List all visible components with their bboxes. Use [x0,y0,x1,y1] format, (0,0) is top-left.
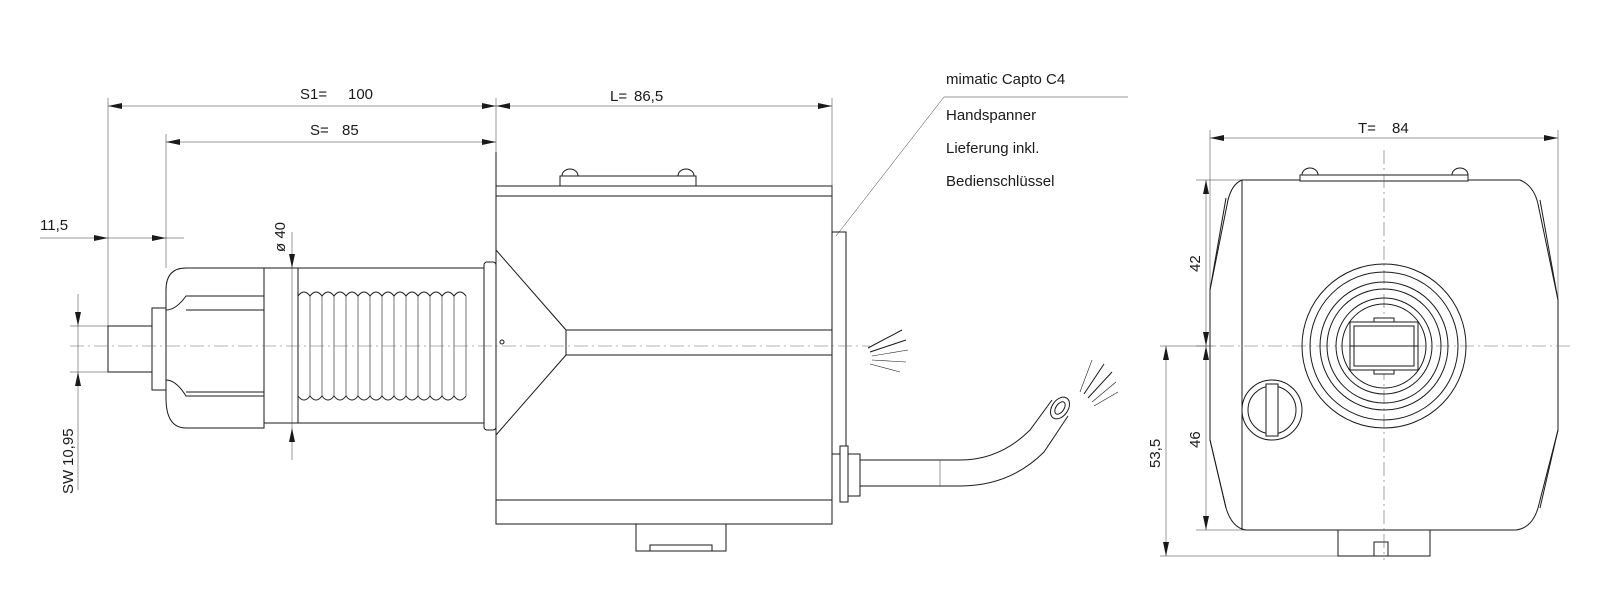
dim-l-value: 86,5 [634,88,663,105]
note-line-2: Handspanner [946,107,1036,124]
dim-53-5: 53,5 [1147,439,1164,468]
bottom-block [635,523,727,552]
coolant-pipe [839,396,1071,503]
bellows [263,267,485,424]
dim-t-value: 84 [1392,120,1409,137]
dim-t-label: T= [1358,120,1376,137]
dim-l-label: L= [610,88,627,105]
dimension-lines [40,96,1128,490]
note-line-4: Bedienschlüssel [946,173,1054,190]
side-view: S1= 100 L= 86,5 S= 85 11,5 ø 40 10,95 SW… [40,71,1128,552]
note-line-3: Lieferung inkl. [946,140,1039,157]
capto-interface [1301,263,1467,429]
spindle [70,267,870,429]
dim-42: 42 [1187,255,1204,272]
dim-11-5: 11,5 [40,217,68,234]
top-screws [559,168,697,187]
dim-sw-value: 10,95 [60,428,77,466]
dim-46: 46 [1187,431,1204,448]
dim-s1-label: S1= [300,86,327,103]
dim-s-value: 85 [342,122,359,139]
spray-marks [867,329,1119,407]
front-view: T= 84 42 46 53,5 [1147,120,1570,560]
dim-diameter-40: ø 40 [272,222,289,252]
front-dimension-lines [1160,130,1559,557]
dim-s1-value: 100 [348,86,373,103]
dim-s-label: S= [310,122,329,139]
dim-sw-label: SW [60,469,77,494]
note-line-1: mimatic Capto C4 [946,71,1065,88]
key-socket [1241,379,1303,441]
